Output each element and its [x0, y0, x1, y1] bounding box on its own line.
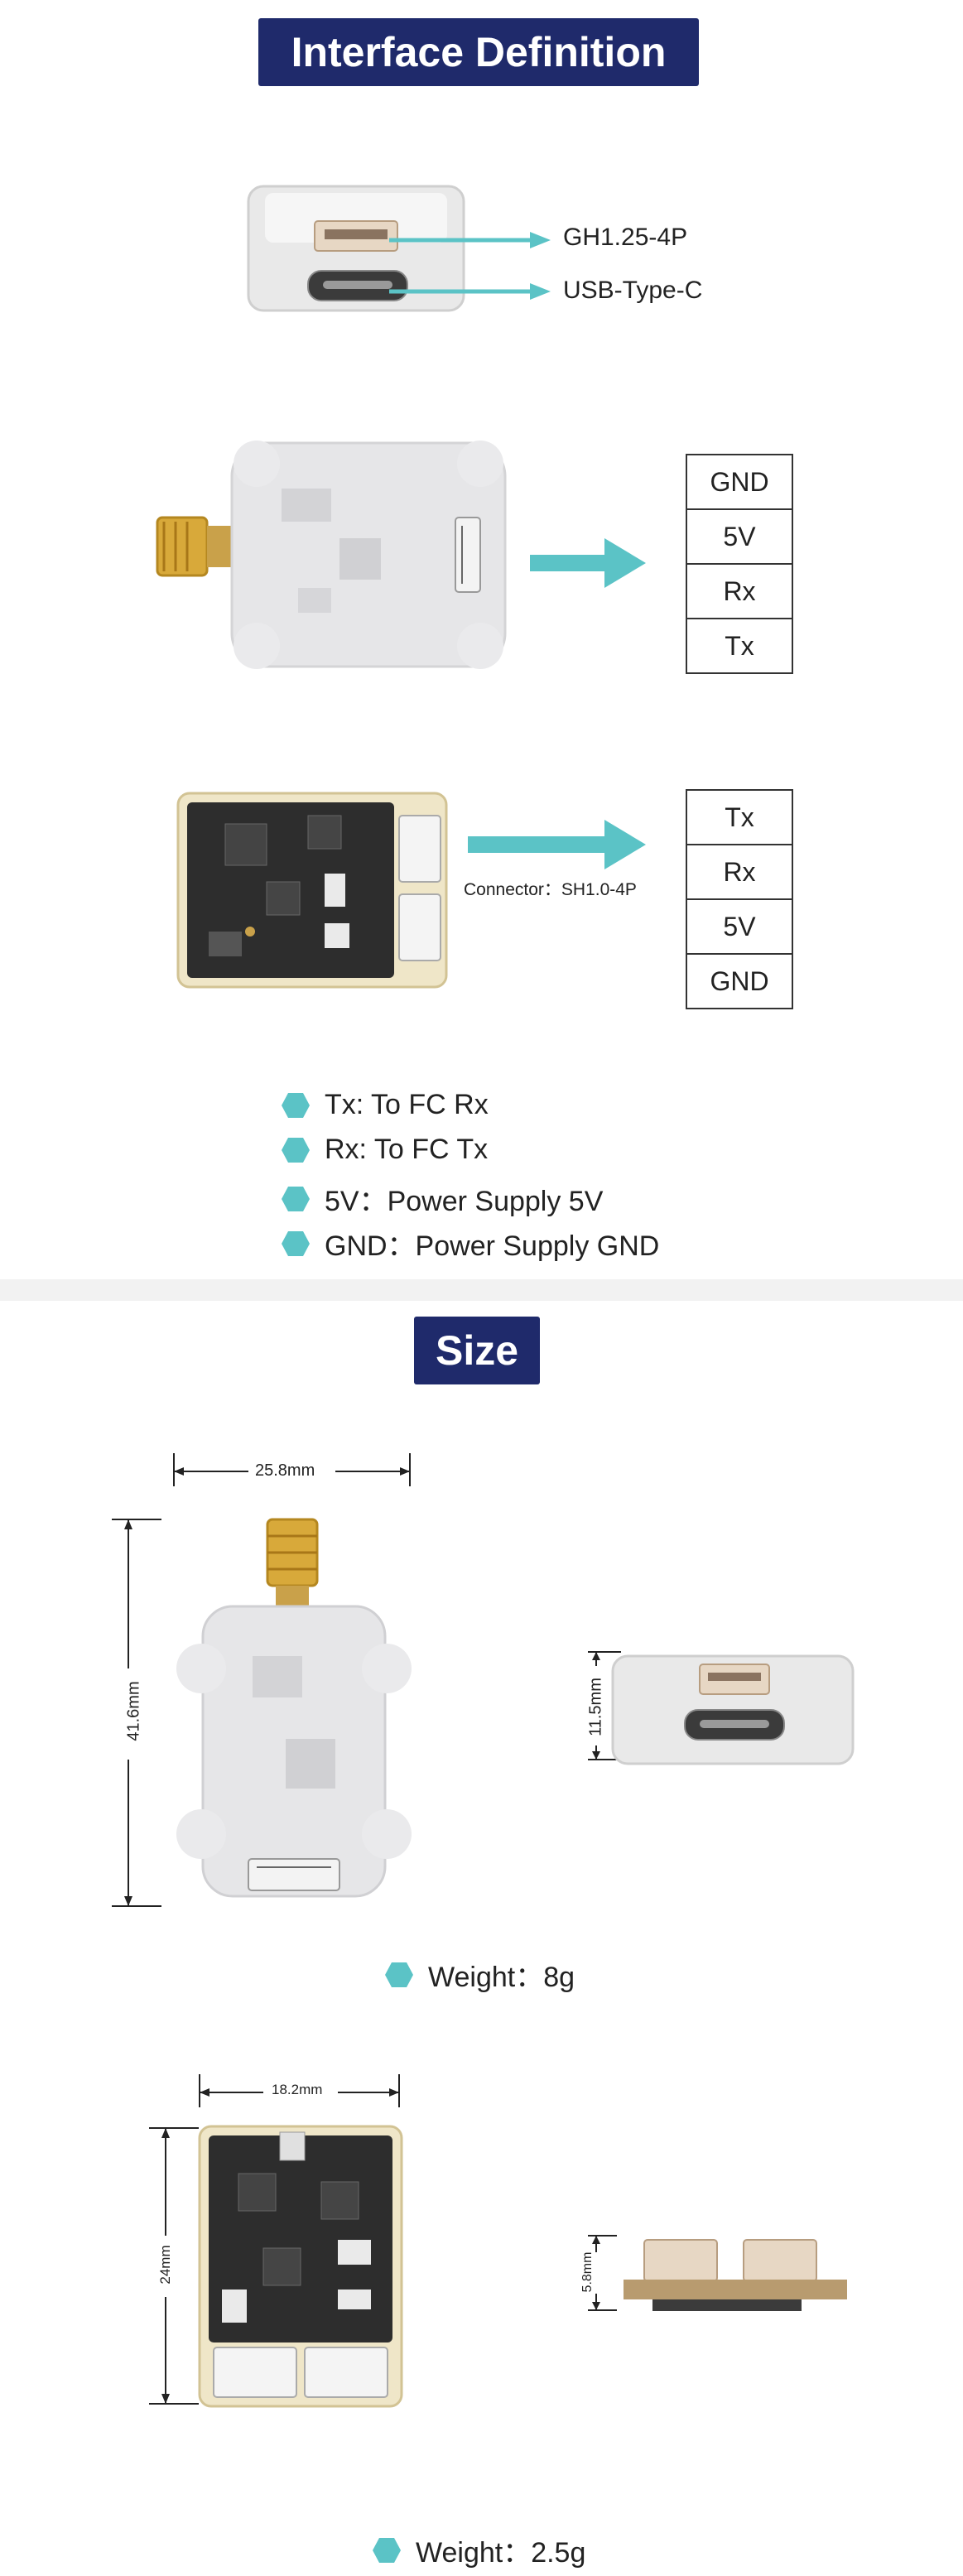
legend-item-tx: Tx: To FC Rx [282, 1089, 489, 1121]
module-b-side-image [624, 2239, 847, 2311]
weight-a: Weight：8g [385, 1954, 575, 1995]
pcb-board-image [176, 792, 448, 989]
gh-connector-label: GH1.25-4P [563, 224, 688, 251]
legend-text: 5V：Power Supply 5V [325, 1186, 604, 1217]
module-a-side-image [611, 1654, 855, 1765]
pinout-table-a: GND 5V Rx Tx [686, 454, 793, 674]
legend-item-gnd: GND：Power Supply GND [282, 1223, 659, 1264]
width-dimension-line-a [173, 1453, 411, 1486]
width-label-b: 18.2mm [272, 2082, 323, 2097]
module-a-size-image [176, 1518, 412, 1898]
legend-item-5v: 5V：Power Supply 5V [282, 1178, 603, 1219]
size-banner: Size [414, 1317, 540, 1384]
pin-tx: Tx [725, 630, 754, 661]
thickness-label-a: 11.5mm [586, 1678, 605, 1736]
weight-b-label: Weight：2.5g [416, 2537, 586, 2569]
module-b-size-image [198, 2125, 403, 2408]
module-top-view-image [156, 441, 507, 669]
thickness-dimension-line-a [583, 1651, 621, 1760]
hexagon-bullet-icon [373, 2537, 401, 2563]
pin-5v: 5V [687, 510, 792, 565]
pinout-arrow-a [530, 538, 646, 588]
connector-label: Connector：SH1.0-4P [464, 880, 637, 899]
pin-gnd: GND [710, 965, 769, 996]
legend-item-rx: Rx: To FC Tx [282, 1134, 488, 1166]
pinout-arrow-b [468, 820, 646, 869]
pin-rx: Rx [687, 845, 792, 900]
hexagon-bullet-icon [385, 1962, 413, 1987]
pin-rx: Rx [687, 565, 792, 619]
legend-text: Tx: To FC Rx [325, 1089, 489, 1120]
pin-tx: Tx [687, 791, 792, 845]
hexagon-bullet-icon [282, 1186, 310, 1211]
usb-type-c-label: USB-Type-C [563, 277, 703, 304]
pin-5v: 5V [687, 900, 792, 955]
legend-text: Rx: To FC Tx [325, 1134, 489, 1165]
thickness-dimension-line-b [585, 2235, 617, 2311]
pin-gnd: GND [687, 455, 792, 510]
size-title: Size [435, 1327, 519, 1374]
interface-definition-title: Interface Definition [291, 29, 667, 75]
hexagon-bullet-icon [282, 1092, 310, 1118]
height-label-b: 24mm [157, 2245, 173, 2285]
hexagon-bullet-icon [282, 1137, 310, 1163]
usb-arrow [389, 283, 551, 300]
height-label-a: 41.6mm [124, 1681, 143, 1741]
thickness-label-b: 5.8mm [580, 2251, 595, 2293]
pinout-table-b: Tx Rx 5V GND [686, 789, 793, 1009]
height-dimension-line-b [149, 2127, 199, 2405]
legend-text: GND：Power Supply GND [325, 1230, 660, 1262]
usb-end-view-image [247, 185, 465, 312]
interface-definition-banner: Interface Definition [258, 18, 699, 86]
width-dimension-line-b [199, 2074, 400, 2107]
weight-a-label: Weight：8g [428, 1962, 575, 1993]
section-divider [0, 1279, 963, 1301]
width-label-a: 25.8mm [255, 1461, 315, 1480]
weight-b: Weight：2.5g [373, 2530, 585, 2570]
gh-arrow [389, 232, 551, 248]
hexagon-bullet-icon [282, 1230, 310, 1256]
height-dimension-line-a [112, 1519, 161, 1907]
